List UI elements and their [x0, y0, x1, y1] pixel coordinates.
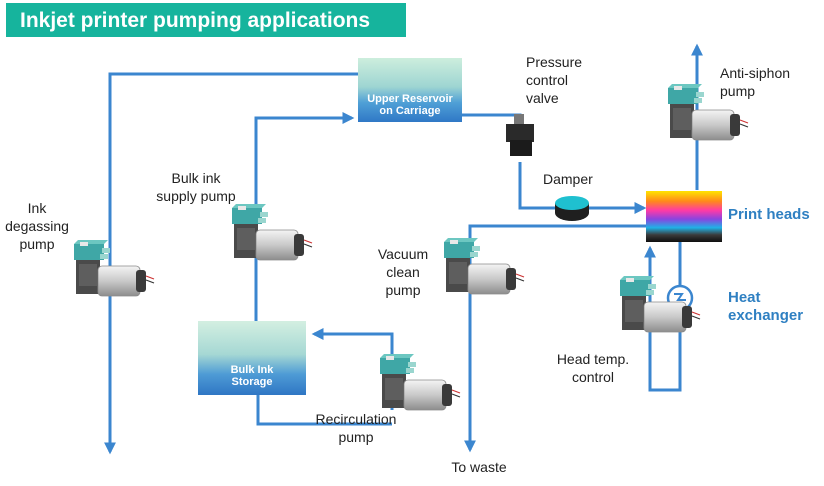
bulk-ink-storage-label: Bulk Ink Storage	[230, 364, 274, 388]
title-banner: Inkjet printer pumping applications	[6, 3, 406, 37]
anti-siphon-pump-label: Anti-siphon pump	[720, 65, 791, 99]
print-heads-label: Print heads	[728, 206, 810, 223]
damper-icon	[555, 196, 589, 221]
to-waste-label: To waste	[451, 459, 507, 475]
head-temp-control-label: Head temp. control	[556, 351, 630, 385]
vacuum-clean-pump-label: Vacuum clean pump	[377, 246, 429, 298]
upper-reservoir-box	[358, 58, 462, 122]
page-title: Inkjet printer pumping applications	[20, 9, 371, 32]
ink-degassing-pump-icon	[73, 239, 155, 297]
bulk-ink-storage-box	[198, 321, 306, 395]
print-heads-box	[646, 191, 722, 242]
damper-label: Damper	[543, 171, 593, 187]
heat-exchanger-label: Heat exchanger	[728, 289, 804, 324]
recirculation-pump-label: Recirculation pump	[315, 411, 397, 445]
upper-reservoir-label: Upper Reservoir on Carriage	[367, 93, 453, 117]
pressure-control-valve-label: Pressure control valve	[526, 54, 583, 106]
bulk-ink-supply-pump-icon	[231, 203, 313, 261]
pressure-valve-icon	[506, 114, 534, 156]
bulk-ink-supply-pump-label: Bulk ink supply pump	[156, 170, 236, 204]
vacuum-clean-pump-icon	[443, 237, 525, 295]
ink-degassing-pump-label: Ink degassing pump	[5, 200, 69, 252]
recirculation-pump-icon	[379, 353, 461, 411]
